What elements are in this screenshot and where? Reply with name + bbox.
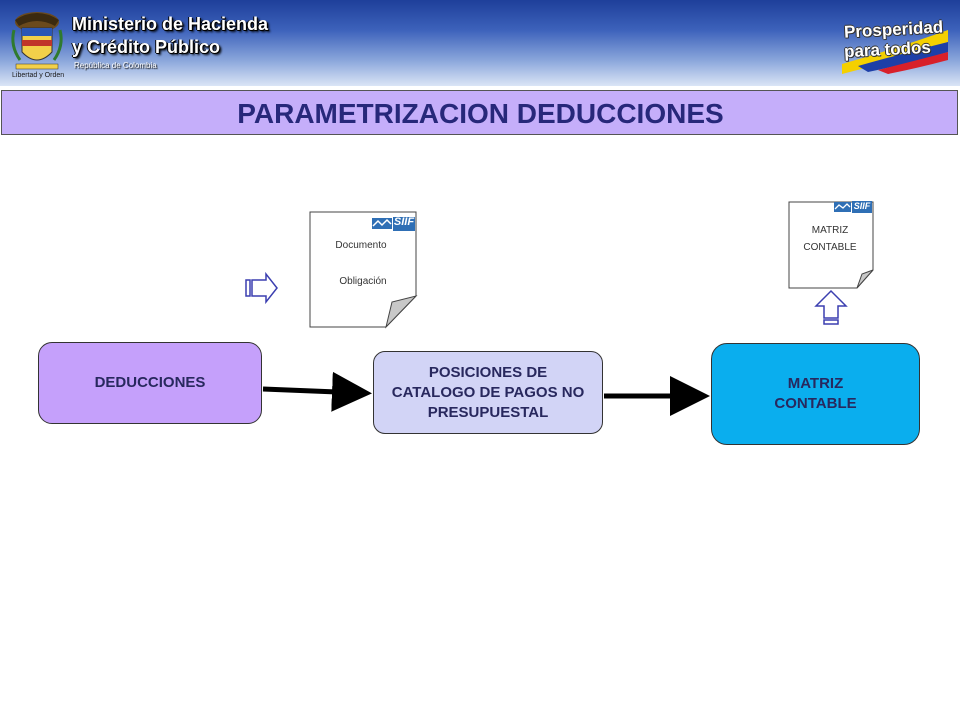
document-label-line1: Documento [335,240,387,251]
document-obligacion-icon [309,211,418,329]
block-arrow-right-icon [245,271,278,305]
node-posiciones-catalogo: POSICIONES DE CATALOGO DE PAGOS NO PRESU… [373,351,603,434]
node-posiciones-label-line2: CATALOGO DE PAGOS NO [391,383,585,401]
node-matriz-label-line1: MATRIZ [787,375,844,392]
motto-text: Libertad y Orden [12,72,65,79]
document-label-line2: Obligación [339,276,387,287]
node-matriz-label-line2: CONTABLE [774,395,857,412]
document-matriz-contable-icon [788,201,874,289]
node-posiciones-label-line1: POSICIONES DE [428,363,548,381]
node-deducciones: DEDUCCIONES [38,342,262,424]
block-arrow-up-icon [814,289,848,325]
siif-logo-icon [834,201,872,213]
siif-logo-text: SIIF [393,216,415,228]
document-label-line2: CONTABLE [803,242,857,253]
node-matriz-contable: MATRIZ CONTABLE [711,343,920,445]
page-title: PARAMETRIZACION DEDUCCIONES [237,98,724,129]
node-posiciones-label-line3: PRESUPUESTAL [427,403,549,421]
node-deducciones-label: DEDUCCIONES [94,374,206,391]
title-bar: PARAMETRIZACION DEDUCCIONES [1,90,958,135]
prosperity-flag-icon [842,30,948,74]
coat-of-arms-icon [11,12,63,70]
ministry-name-line2: y Crédito Público [72,37,221,57]
document-label-line1: MATRIZ [811,225,849,236]
connector-deducciones-posiciones [262,371,372,412]
siif-logo-text: SIIF [853,201,871,211]
ministry-name-line1: Ministerio de Hacienda [72,14,269,34]
republica-text: República de Colombia [74,61,157,70]
header-banner: Libertad y Orden Ministerio de Hacienda … [0,0,960,86]
siif-logo-icon [372,217,415,231]
